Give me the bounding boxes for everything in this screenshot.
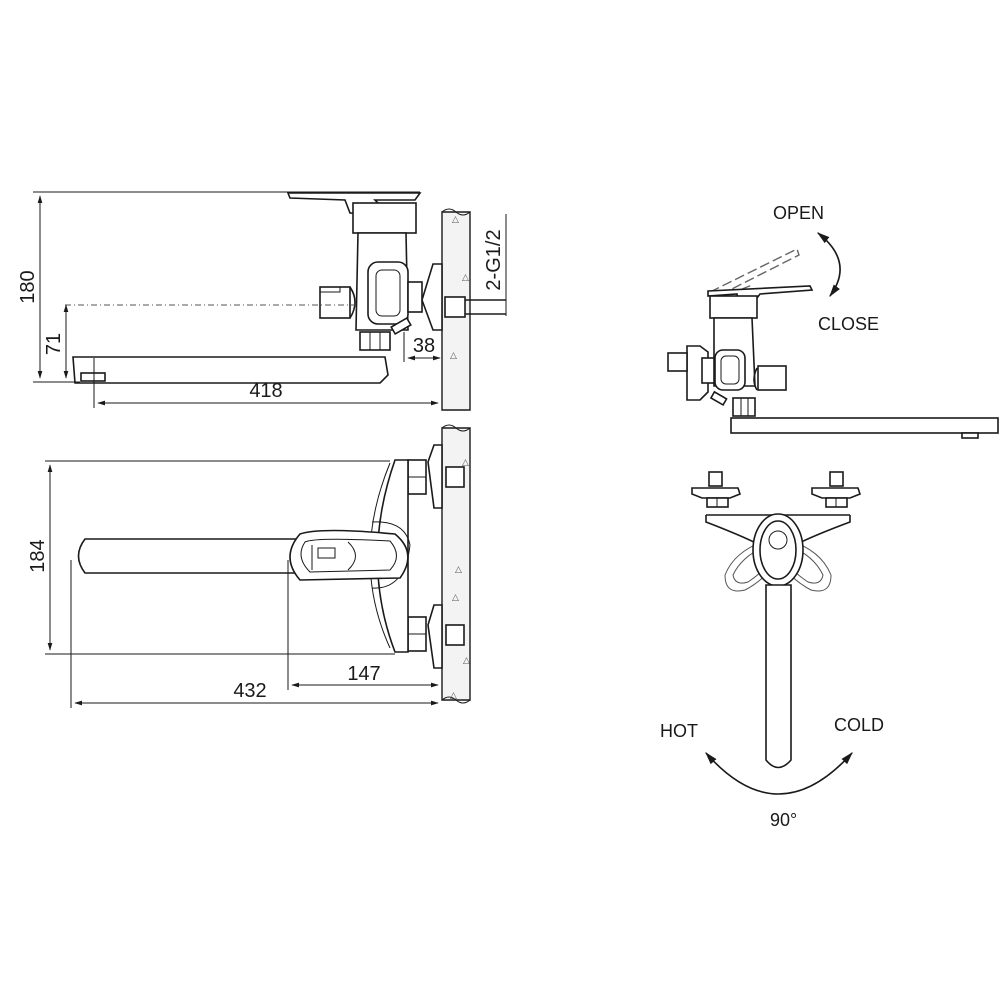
dimension-432: 432 — [70, 560, 439, 708]
spout-nut — [359, 331, 391, 351]
label-cold: COLD — [834, 715, 884, 735]
label-hot: HOT — [660, 721, 698, 741]
dimension-38: 38 — [403, 332, 441, 362]
dim-label-418: 418 — [249, 380, 282, 402]
dimension-418: 418 — [93, 358, 439, 408]
label-angle: 90° — [770, 810, 797, 830]
inlet-pipe — [444, 296, 466, 318]
lever-operation-view: OPEN CLOSE — [667, 203, 999, 439]
aerator-side — [80, 372, 106, 382]
spout-front — [765, 584, 792, 769]
spout-top — [77, 538, 301, 574]
drain-valve — [390, 316, 412, 336]
dimension-inlet-thread: 2-G1/2 — [483, 214, 507, 316]
svg-text:△: △ — [450, 351, 457, 361]
dim-label-38: 38 — [413, 335, 435, 357]
svg-text:△: △ — [450, 691, 457, 701]
eccentric-nut — [367, 261, 409, 325]
cartridge-cap — [352, 202, 417, 234]
top-view: △ △ △ △ △ 184 — [27, 424, 471, 708]
temperature-operation-view: HOT COLD 90° — [660, 471, 884, 830]
dimension-184: 184 — [27, 460, 395, 655]
wall-flange-side — [421, 263, 443, 331]
svg-text:△: △ — [462, 458, 469, 468]
dim-label-180: 180 — [17, 270, 39, 303]
side-view: △ △ △ — [17, 191, 507, 411]
spout-side — [72, 356, 389, 384]
dimension-180: 180 — [17, 191, 420, 383]
svg-text:△: △ — [455, 565, 462, 575]
svg-text:△: △ — [452, 215, 459, 225]
dimension-71: 71 — [43, 304, 69, 379]
label-open: OPEN — [773, 203, 824, 223]
hot-cold-arrow — [705, 752, 853, 795]
spout-side-small — [730, 417, 999, 434]
dim-label-432: 432 — [233, 680, 266, 702]
lever-open-position — [709, 248, 800, 299]
open-close-arrow — [816, 232, 841, 298]
svg-text:△: △ — [462, 273, 469, 283]
dim-label-thread: 2-G1/2 — [483, 229, 505, 290]
dim-label-71: 71 — [43, 333, 65, 355]
svg-text:△: △ — [452, 593, 459, 603]
dim-label-184: 184 — [27, 539, 49, 572]
dim-label-147: 147 — [347, 663, 380, 685]
lever-top — [289, 529, 409, 581]
dimension-147: 147 — [287, 560, 439, 690]
svg-text:△: △ — [463, 656, 470, 666]
label-close: CLOSE — [818, 314, 879, 334]
